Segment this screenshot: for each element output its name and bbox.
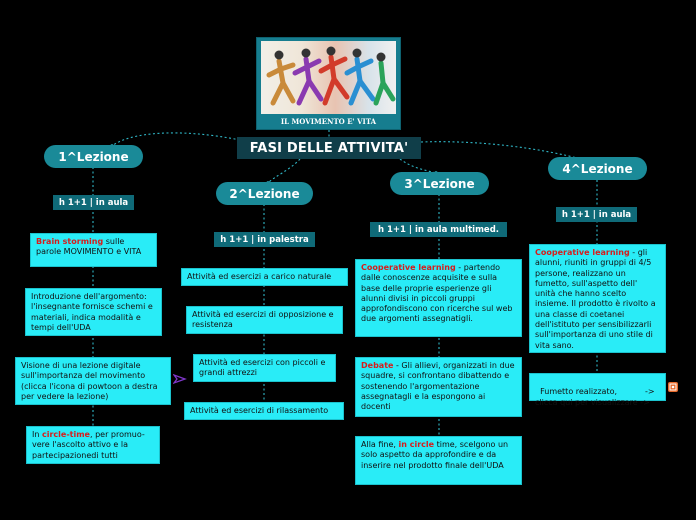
lesson-2-card-2: Attività ed esercizi di opposizione e re… — [186, 306, 343, 334]
lesson-2-card-3-text: Attività ed esercizi con piccoli e grand… — [199, 358, 325, 377]
lesson-2-card-1-text: Attività ed esercizi a carico naturale — [187, 272, 331, 281]
comic-image-icon[interactable] — [668, 382, 678, 392]
lesson-3-card-3-highlight: in circle — [398, 440, 434, 449]
lesson-2-card-2-text: Attività ed esercizi di opposizione e re… — [192, 310, 334, 329]
lesson-1-card-4: In circle-time, per promuo-vere l'ascolt… — [26, 426, 160, 464]
lesson-1-card-2: Introduzione dell'argomento: l'insegnant… — [25, 288, 162, 336]
lesson-4-sub-label: h 1+1 | in aula — [556, 207, 637, 222]
lesson-3-sub-label: h 1+1 | in aula multimed. — [370, 222, 507, 237]
lesson-3-card-3-prefix: Alla fine, — [361, 440, 398, 449]
lesson-4-card-1: Cooperative learning - gli alunni, riuni… — [529, 244, 666, 353]
lesson-3-card-1: Cooperative learning - partendo dalle co… — [355, 259, 522, 337]
lesson-4-card-1-text: - gli alunni, riuniti in gruppi di 4/5 p… — [535, 248, 656, 350]
lesson-2-pill[interactable]: 2^Lezione — [216, 182, 313, 205]
lesson-4-pill[interactable]: 4^Lezione — [548, 157, 647, 180]
lesson-3-card-1-highlight: Cooperative learning — [361, 263, 456, 272]
lesson-1-card-2-text: Introduzione dell'argomento: l'insegnant… — [31, 292, 153, 332]
lesson-3-card-1-text: - partendo dalle conoscenze acquisite e … — [361, 263, 512, 323]
lesson-1-card-1-highlight: Brain storming — [36, 237, 103, 246]
header-caption: IL MOVIMENTO E' VITA — [257, 117, 400, 126]
lesson-4-card-2[interactable]: Fumetto realizzato, -> clicca qui per vi… — [529, 373, 666, 401]
lesson-3-pill[interactable]: 3^Lezione — [390, 172, 489, 195]
lesson-1-card-4-highlight: circle-time — [42, 430, 90, 439]
lesson-2-sub-label: h 1+1 | in palestra — [214, 232, 315, 247]
lesson-3-card-2-highlight: Debate — [361, 361, 393, 370]
lesson-3-card-2: Debate - Gli allievi, organizzati in due… — [355, 357, 522, 417]
runners-illustration — [261, 41, 396, 114]
powtoon-link-icon[interactable] — [173, 373, 187, 388]
lesson-1-card-3: Visione di una lezione digitale sull'imp… — [15, 357, 171, 405]
lesson-1-card-4-prefix: In — [32, 430, 42, 439]
lesson-2-card-4-text: Attività ed esercizi di rilassamento — [190, 406, 328, 415]
runners-graphic — [261, 41, 396, 114]
lesson-2-card-3: Attività ed esercizi con piccoli e grand… — [193, 354, 336, 382]
lesson-2-card-1: Attività ed esercizi a carico naturale — [181, 268, 348, 286]
lesson-1-card-3-text: Visione di una lezione digitale sull'imp… — [21, 361, 158, 401]
lesson-2-card-4: Attività ed esercizi di rilassamento — [184, 402, 344, 420]
header-image-card: IL MOVIMENTO E' VITA — [256, 37, 401, 130]
lesson-1-pill[interactable]: 1^Lezione — [44, 145, 143, 168]
lesson-4-card-2-text: Fumetto realizzato, -> clicca qui per vi… — [535, 387, 657, 406]
main-title: FASI DELLE ATTIVITA' — [237, 137, 421, 159]
lesson-1-card-1: Brain storming sulle parole MOVIMENTO e … — [30, 233, 157, 267]
lesson-3-card-3: Alla fine, in circle time, scelgono un s… — [355, 436, 522, 485]
lesson-4-card-1-highlight: Cooperative learning — [535, 248, 630, 257]
lesson-1-sub-label: h 1+1 | in aula — [53, 195, 134, 210]
